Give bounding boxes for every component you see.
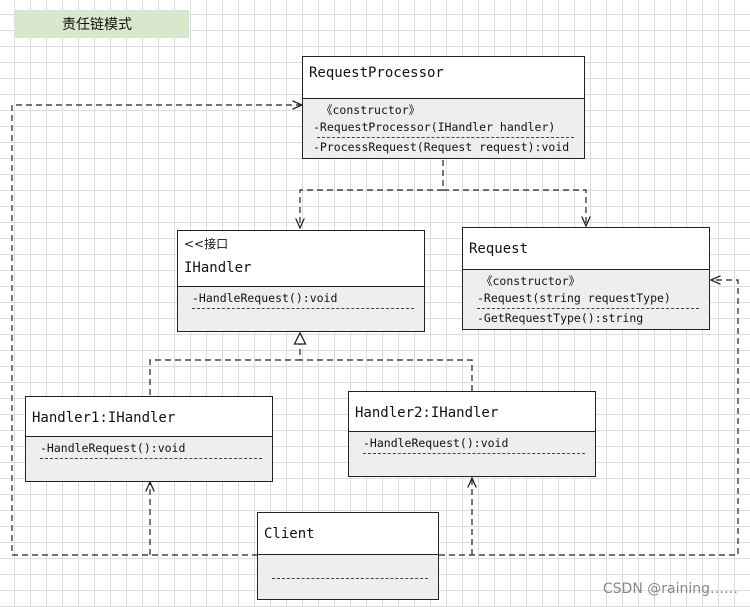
edge-processor-to-request <box>443 189 586 226</box>
class-request: Request 《constructor》 -Request(string re… <box>462 227 710 330</box>
member-line: -HandleRequest():void <box>363 436 509 450</box>
class-name: Handler2:IHandler <box>355 405 499 421</box>
edge-client-to-processor <box>11 105 302 556</box>
class-request-processor: RequestProcessor 《constructor》 -RequestP… <box>302 56 585 159</box>
separator <box>40 458 262 459</box>
member-line: 《constructor》 <box>321 103 421 117</box>
class-name: Handler1:IHandler <box>32 410 176 426</box>
separator <box>192 308 414 309</box>
separator <box>477 308 699 309</box>
class-client: Client <box>257 512 439 600</box>
class-name: IHandler <box>184 260 252 276</box>
edge-processor-to-ihandler <box>300 160 444 228</box>
watermark: CSDN @raining…… <box>602 581 738 597</box>
class-handler2: Handler2:IHandler -HandleRequest():void <box>348 391 596 477</box>
edge-handler1-to-ihandler <box>149 333 300 395</box>
edge-handler2-to-ihandler <box>300 359 473 391</box>
member-line: -GetRequestType():string <box>477 311 644 325</box>
separator <box>363 453 585 454</box>
class-name: Client <box>264 526 315 542</box>
class-name: Request <box>469 241 529 257</box>
class-name: RequestProcessor <box>309 65 444 81</box>
member-line: -HandleRequest():void <box>192 291 338 305</box>
member-line: -RequestProcessor(IHandler handler) <box>313 120 556 134</box>
class-stereotype: <<接口 <box>184 237 229 251</box>
class-ihandler: <<接口 IHandler -HandleRequest():void <box>177 230 425 332</box>
member-line: -HandleRequest():void <box>40 441 186 455</box>
diagram-title-tag: 责任链模式 <box>14 10 189 38</box>
member-line: -ProcessRequest(Request request):void <box>313 140 570 154</box>
class-handler1: Handler1:IHandler -HandleRequest():void <box>25 396 273 482</box>
separator <box>272 578 428 579</box>
separator <box>317 137 574 138</box>
member-line: 《constructor》 <box>481 274 581 288</box>
member-line: -Request(string requestType) <box>477 291 671 305</box>
